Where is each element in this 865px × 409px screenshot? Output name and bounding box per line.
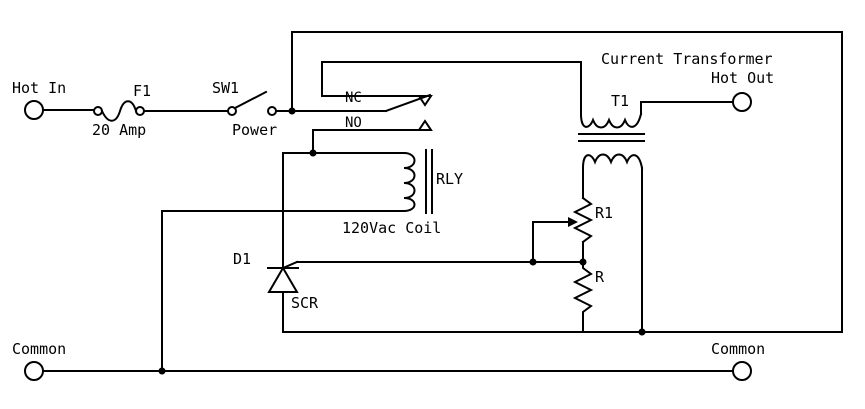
fuse-rating-label: 20 Amp xyxy=(92,121,147,139)
common-left-terminal[interactable] xyxy=(24,361,44,381)
switch-name-label: Power xyxy=(232,121,278,139)
potentiometer-r1 xyxy=(532,196,594,244)
common-left-label: Common xyxy=(12,340,67,358)
ct-title-label: Current Transformer xyxy=(601,50,773,68)
hot-out-terminal[interactable] xyxy=(732,92,752,112)
transformer-ref-label: T1 xyxy=(611,92,630,110)
hot-in-terminal[interactable] xyxy=(24,100,44,120)
no-label: NO xyxy=(345,115,362,131)
scr-label: SCR xyxy=(291,294,319,312)
common-right-terminal[interactable] xyxy=(732,361,752,381)
scr-d1 xyxy=(267,260,299,293)
hot-out-label: Hot Out xyxy=(711,69,775,87)
relay-ref-label: RLY xyxy=(436,170,464,188)
relay-contact xyxy=(384,93,433,131)
fuse-ref-label: F1 xyxy=(133,82,152,100)
switch-sw1 xyxy=(227,90,277,116)
switch-ref-label: SW1 xyxy=(212,79,240,97)
diode-ref-label: D1 xyxy=(233,250,252,268)
return-junction-dot xyxy=(638,328,646,336)
nc-label: NC xyxy=(345,90,362,106)
hot-in-label: Hot In xyxy=(12,79,67,97)
fuse-f1 xyxy=(93,100,145,122)
relay-coil xyxy=(402,149,433,214)
resistor-ref-label: R xyxy=(595,268,605,286)
pot-ref-label: R1 xyxy=(595,204,614,222)
common-right-label: Common xyxy=(711,340,766,358)
resistor-r xyxy=(572,261,594,333)
current-transformer-t1 xyxy=(578,112,645,170)
coil-rating-label: 120Vac Coil xyxy=(342,219,442,237)
